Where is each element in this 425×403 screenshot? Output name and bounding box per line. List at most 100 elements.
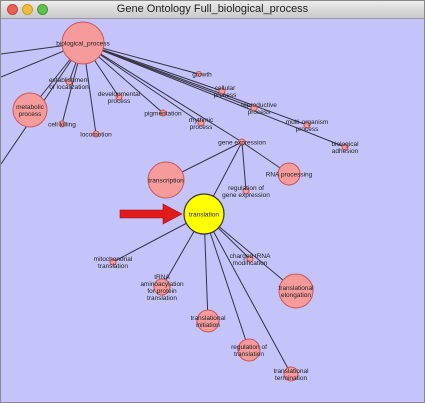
node-circle[interactable] xyxy=(197,119,205,127)
node-circle[interactable] xyxy=(58,120,66,128)
node-label: mitochondrial xyxy=(94,256,133,263)
node-cell-killing[interactable]: cell killing xyxy=(48,120,76,128)
node-circle[interactable] xyxy=(109,258,117,266)
node-label: metabolic xyxy=(16,104,45,111)
node-circle[interactable] xyxy=(196,309,220,333)
node-circle[interactable] xyxy=(183,193,225,235)
node-label: reproductive xyxy=(241,102,277,109)
node-locomotion[interactable]: locomotion xyxy=(80,130,112,138)
node-label: process xyxy=(214,92,238,99)
node-label: multi-organism xyxy=(286,119,329,126)
node-label: biological xyxy=(331,141,359,148)
node-circle[interactable] xyxy=(250,104,258,112)
node-label: translational xyxy=(190,315,226,322)
node-circle[interactable] xyxy=(238,138,246,146)
node-label: translation xyxy=(189,211,219,218)
node-circle[interactable] xyxy=(153,278,171,296)
node-circle[interactable] xyxy=(341,143,349,151)
node-circle[interactable] xyxy=(196,71,202,77)
node-label: growth xyxy=(192,71,212,78)
node-label: gene expression xyxy=(218,139,266,146)
node-label: cell killing xyxy=(48,121,76,128)
node-circle[interactable] xyxy=(115,93,123,101)
node-gene-expression[interactable]: gene expression xyxy=(218,138,266,146)
zoom-window-icon[interactable] xyxy=(37,4,48,15)
node-circle[interactable] xyxy=(159,109,167,117)
node-label: tRNA xyxy=(154,274,170,281)
node-circle[interactable] xyxy=(277,162,301,186)
node-label: adhesion xyxy=(332,148,359,155)
node-label: of localization xyxy=(49,84,89,91)
node-circle[interactable] xyxy=(65,78,73,86)
node-circle[interactable] xyxy=(237,338,261,362)
node-circle[interactable] xyxy=(92,130,100,138)
node-translation[interactable]: translation xyxy=(183,193,225,235)
node-label: rhythmic xyxy=(189,117,214,124)
node-label: charged tRNA xyxy=(230,253,271,260)
node-growth[interactable]: growth xyxy=(192,71,212,78)
node-rna-processing[interactable]: RNA processing xyxy=(266,162,313,186)
node-circle[interactable] xyxy=(283,366,299,382)
node-label: modification xyxy=(233,260,268,267)
node-label: translational xyxy=(278,285,314,292)
node-circle[interactable] xyxy=(246,255,254,263)
node-label: for protein xyxy=(147,288,177,295)
ontology-graph[interactable]: biological_processmetabolicprocessestabl… xyxy=(1,19,424,402)
node-label: transcription xyxy=(148,177,184,184)
node-label: process xyxy=(296,126,320,133)
title-bar[interactable]: Gene Ontology Full_biological_process xyxy=(1,1,424,19)
node-label: translation xyxy=(234,351,264,358)
node-transcription[interactable]: transcription xyxy=(147,161,185,199)
node-circle[interactable] xyxy=(303,121,311,129)
node-label: termination xyxy=(275,375,308,382)
edge-gene_expression-to-regulation_of_gene_expression xyxy=(241,141,247,192)
node-pigmentation[interactable]: pigmentation xyxy=(144,109,182,117)
edge-biological_process-to-rhythmic_process xyxy=(82,42,202,124)
node-label: process xyxy=(19,111,43,118)
node-circle[interactable] xyxy=(218,87,226,95)
node-label: translational xyxy=(273,368,309,375)
node-label: aminoacylation xyxy=(140,281,184,288)
edge-translation-to-translational_termination xyxy=(203,213,292,375)
node-circle[interactable] xyxy=(278,273,314,309)
highlight-arrow-icon xyxy=(119,203,183,225)
node-circle[interactable] xyxy=(242,187,250,195)
node-circle[interactable] xyxy=(61,21,105,65)
node-circle[interactable] xyxy=(12,92,48,128)
node-label: regulation of xyxy=(231,344,267,351)
window-title: Gene Ontology Full_biological_process xyxy=(116,3,309,15)
node-label: regulation of xyxy=(228,185,264,192)
node-label: developmental xyxy=(98,91,141,98)
node-label: process xyxy=(108,98,132,105)
node-biological-process[interactable]: biological_process xyxy=(56,21,110,65)
node-label: translation xyxy=(147,295,177,302)
node-label: establishment xyxy=(49,77,89,84)
node-label: biological_process xyxy=(56,40,110,47)
node-circle[interactable] xyxy=(147,161,185,199)
node-label: pigmentation xyxy=(144,110,182,117)
node-label: RNA processing xyxy=(266,171,313,178)
minimize-window-icon[interactable] xyxy=(22,4,33,15)
node-label: elongation xyxy=(281,292,311,299)
node-label: locomotion xyxy=(80,131,112,138)
edge-biological_process-to-gene_expression xyxy=(82,42,243,143)
close-window-icon[interactable] xyxy=(7,4,18,15)
